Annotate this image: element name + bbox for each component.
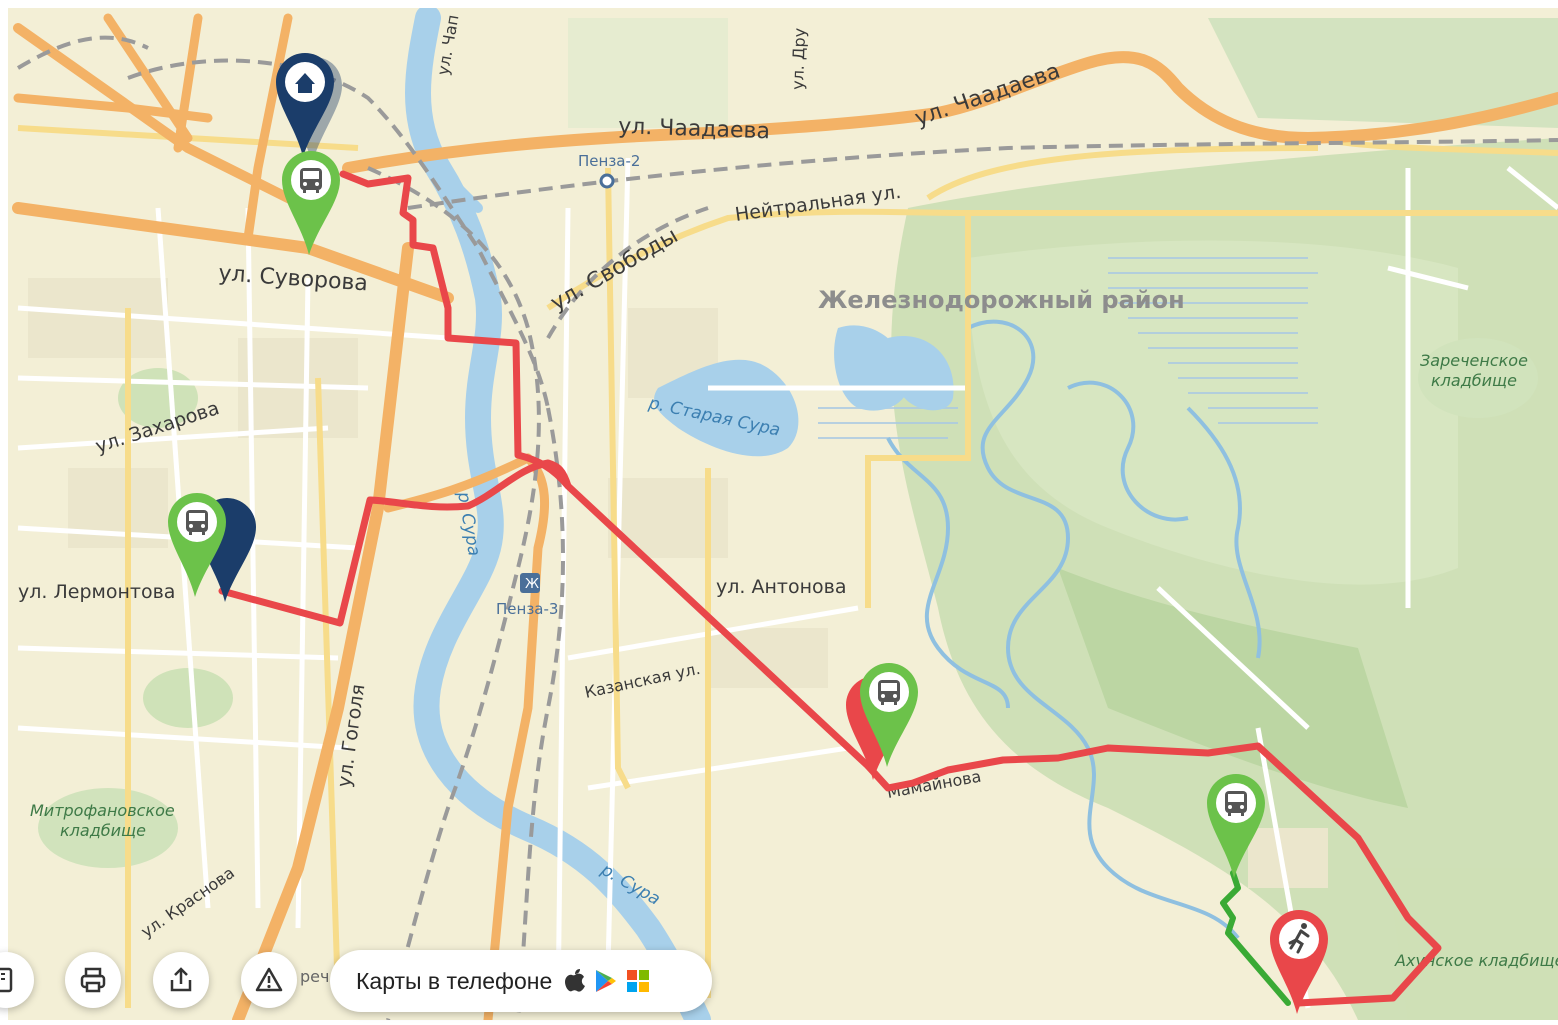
district-label: Железнодорожный район — [818, 286, 1185, 314]
station-label-penza3: Пенза-3 — [496, 600, 558, 618]
street-label-chaadaeva-1: ул. Чаадаева — [618, 114, 771, 144]
station-penza3-icon — [520, 573, 540, 593]
ruler-icon — [0, 967, 13, 993]
print-button[interactable] — [65, 952, 121, 1008]
share-button[interactable] — [153, 952, 209, 1008]
print-icon — [80, 967, 106, 993]
bus-stop-marker-start[interactable] — [282, 151, 340, 255]
railways — [16, 35, 1558, 1020]
mobile-apps-button[interactable]: Карты в телефоне — [330, 950, 712, 1012]
meadow-hatch — [818, 257, 1318, 439]
share-icon — [170, 967, 192, 992]
bus-stop-marker-east[interactable] — [1207, 774, 1265, 878]
partial-hidden-text: реч — [300, 967, 330, 986]
bus-icon — [300, 168, 322, 193]
finish-marker[interactable] — [1270, 910, 1328, 1014]
home-marker[interactable] — [276, 53, 342, 165]
route-line — [218, 170, 1442, 1007]
street-label-antonova: ул. Антонова — [716, 576, 846, 598]
mobile-apps-label: Карты в телефоне — [356, 967, 553, 994]
urban-blocks — [28, 278, 1328, 888]
street-label-lermontova: ул. Лермонтова — [18, 581, 175, 603]
river-sura — [405, 8, 711, 1020]
bus-icon — [878, 680, 900, 705]
bus-stop-marker-lermontova[interactable] — [168, 493, 226, 597]
green-label-mitrofanovskoe-1: Митрофановское — [30, 801, 175, 820]
bus-stop-marker-mamaynova[interactable] — [860, 663, 918, 767]
bus-icon — [186, 510, 208, 535]
map-canvas[interactable]: ул. Чаадаева ул. Чаадаева ул. Суворова у… — [8, 8, 1558, 1020]
bus-icon — [1225, 791, 1247, 816]
station-penza2-icon — [599, 173, 615, 189]
warning-icon — [255, 967, 283, 992]
windows-store-icon — [627, 970, 650, 992]
street-label-dru: ул. Дру — [788, 28, 809, 91]
station-label-penza2: Пенза-2 — [578, 152, 640, 170]
green-label-mitrofanovskoe-2: кладбище — [60, 821, 146, 840]
home-icon — [295, 73, 315, 93]
runner-icon — [1288, 923, 1310, 954]
google-play-icon — [596, 970, 617, 992]
green-label-zarechenskoe-2: кладбище — [1431, 371, 1517, 390]
green-areas — [38, 18, 1558, 1020]
green-label-zarechenskoe-1: Зареченское — [1420, 351, 1528, 370]
report-problem-button[interactable] — [241, 952, 297, 1008]
svg-text:Ж: Ж — [525, 577, 539, 592]
stream — [886, 319, 1262, 940]
major-roads — [12, 13, 1558, 1020]
apple-icon — [565, 969, 586, 992]
